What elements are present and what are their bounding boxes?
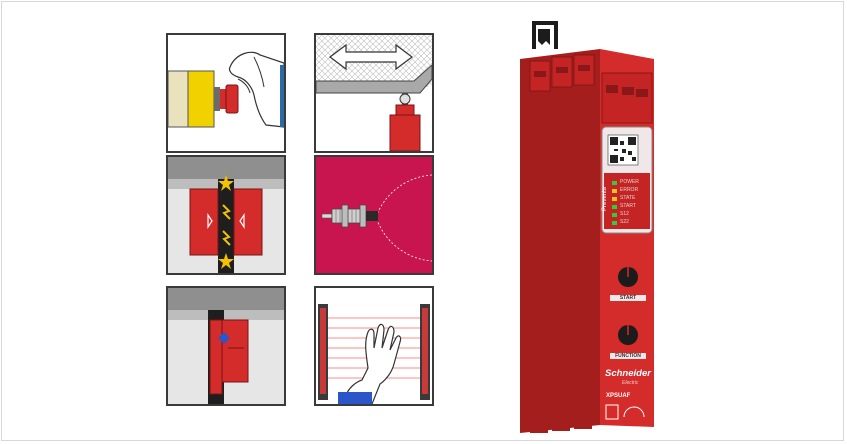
brand-name: Schneider xyxy=(605,368,651,379)
magnetic-switch-illustration xyxy=(168,157,284,273)
tile-proximity-sensor xyxy=(314,155,434,275)
tile-rfid-guard-switch xyxy=(166,286,286,406)
limit-switch-illustration xyxy=(316,35,432,151)
tile-light-curtain xyxy=(314,286,434,406)
rfid-switch-illustration xyxy=(168,288,284,404)
tile-coded-magnetic-switch xyxy=(166,155,286,275)
led-label-s12: S12 xyxy=(620,211,629,217)
safety-relay-body xyxy=(520,21,654,433)
tile-limit-switch xyxy=(314,33,434,153)
light-curtain-illustration xyxy=(316,288,432,404)
brand-sub: Electric xyxy=(622,380,639,386)
model-label: XPSUAF xyxy=(606,393,631,399)
proximity-sensor-illustration xyxy=(316,157,432,273)
led-label-power: POWER xyxy=(620,179,639,185)
emergency-stop-illustration xyxy=(168,51,284,128)
tile-emergency-stop xyxy=(166,33,286,153)
side-label: Preventa xyxy=(602,186,608,211)
led-label-state: STATE xyxy=(620,195,636,201)
knob-label-start: START xyxy=(619,295,637,301)
safety-relay-module: POWER ERROR STATE START S12 S22 START FU… xyxy=(510,15,670,435)
led-label-start: START xyxy=(620,203,636,209)
led-label-s22: S22 xyxy=(620,219,629,225)
led-label-error: ERROR xyxy=(620,187,639,193)
knob-label-function: FUNCTION xyxy=(615,353,641,359)
